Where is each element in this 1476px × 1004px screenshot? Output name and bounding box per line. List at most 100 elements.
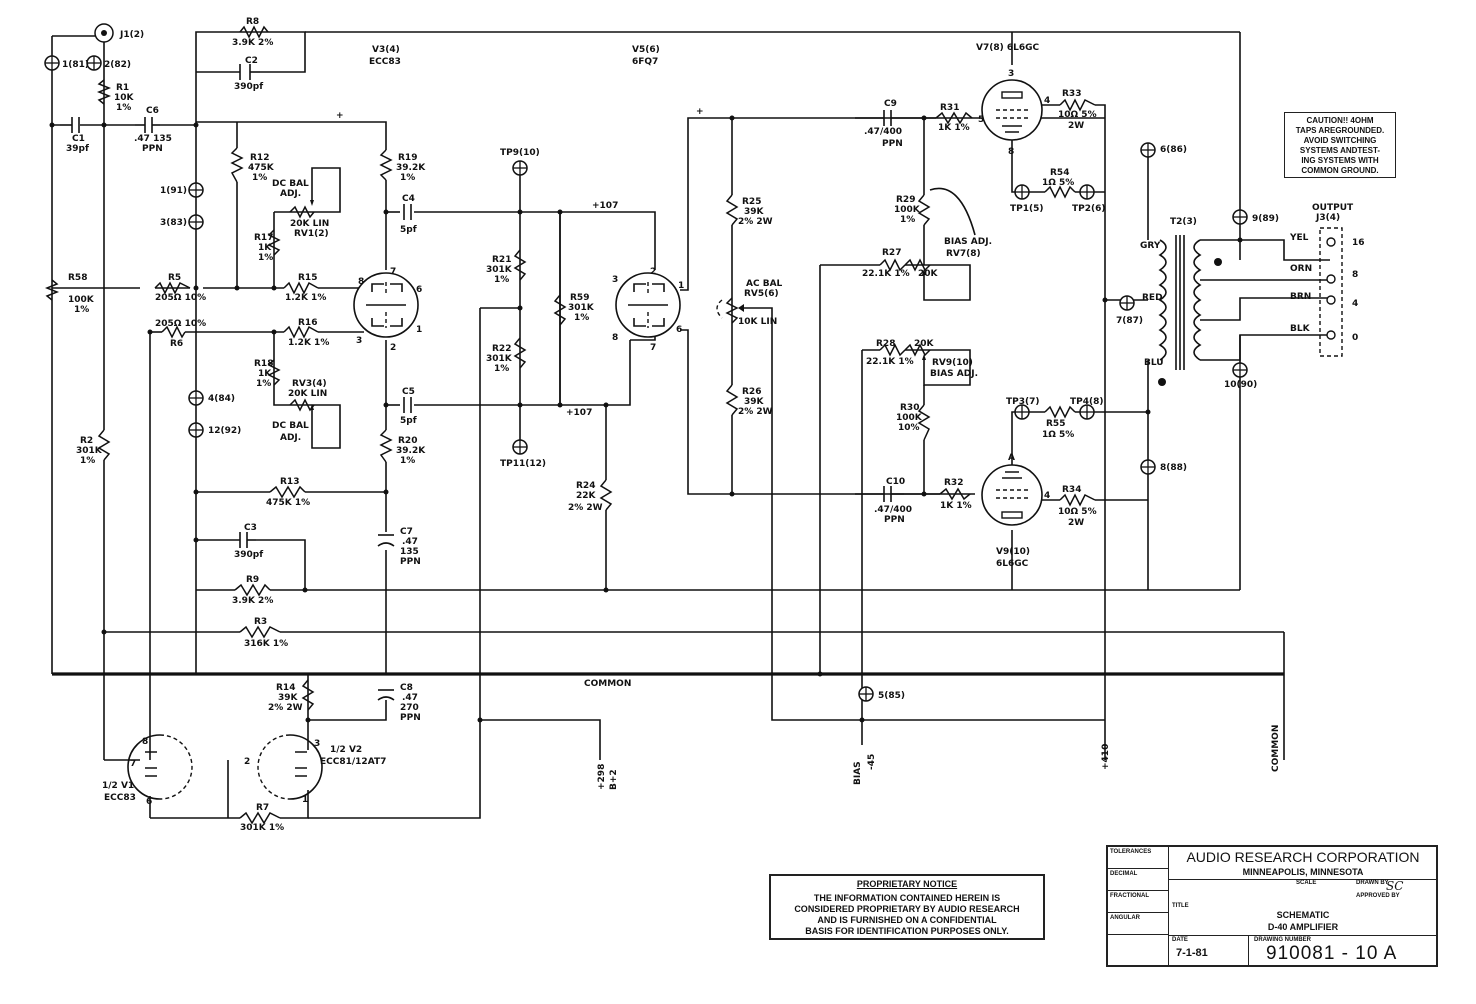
test-points — [44, 23, 1336, 723]
label-r58: R58 — [68, 273, 87, 283]
label-r16-val: 1.2K 1% — [288, 338, 329, 348]
label-r22-tol: 1% — [494, 364, 509, 374]
pin-label: 7 — [130, 759, 136, 769]
label-c9: C9 — [884, 99, 897, 109]
label-t2: T2(3) — [1170, 217, 1197, 227]
label-wire-gry: GRY — [1140, 241, 1161, 251]
pin-label: 6 — [416, 285, 422, 295]
label-c7: C7 — [400, 527, 413, 537]
label-r25-val: 39K — [744, 207, 765, 217]
pin-label: 2 — [390, 343, 396, 353]
label-r6: R6 — [170, 339, 183, 349]
pin-label: 6 — [676, 325, 682, 335]
label-bias-adj-2: BIAS ADJ. — [930, 369, 978, 379]
label-r33-val: 10Ω 5% — [1058, 110, 1097, 120]
label-rv7-val: 20K — [918, 269, 939, 279]
label-wire-brn: BRN — [1290, 292, 1311, 302]
caution-line: ING SYSTEMS WITH — [1301, 156, 1379, 165]
title-block-divider — [1168, 935, 1436, 936]
label-r12-val: 475K — [248, 163, 275, 173]
pin-label: 3 — [356, 336, 362, 346]
label-wire-orn: ORN — [1290, 264, 1312, 274]
label-r14: R14 — [276, 683, 295, 693]
label-r29-val: 100K — [894, 205, 921, 215]
tube-v7 — [981, 79, 1043, 141]
tube-v5 — [615, 272, 681, 338]
tube-v3 — [353, 272, 419, 338]
label-bplus-1: + — [336, 111, 344, 121]
label-r25-tol: 2% 2W — [738, 217, 773, 227]
pin-label: 7 — [390, 267, 396, 277]
label-r28-val: 22.1K 1% — [866, 357, 914, 367]
company-name: AUDIO RESEARCH CORPORATION — [1186, 849, 1420, 865]
label-rv1: 20K LIN — [290, 219, 329, 229]
label-c5-val: 5pf — [400, 416, 417, 426]
component-labels: J1(2) 1(81) 2(82) R8 3.9K 2% C2 390pf V3… — [62, 17, 1365, 833]
tolerance-cell: FRACTIONAL — [1108, 891, 1168, 913]
label-r17-val: 1K — [258, 243, 272, 253]
label-rv9-val: 20K — [914, 339, 935, 349]
label-tp1: TP1(5) — [1010, 204, 1044, 214]
label-r29-tol: 1% — [900, 215, 915, 225]
label-r31-val: 1K 1% — [938, 123, 970, 133]
label-c1: C1 — [72, 134, 85, 144]
label-r55: R55 — [1046, 419, 1065, 429]
label-c2: C2 — [245, 56, 258, 66]
pin-label: 3 — [1008, 69, 1014, 79]
tube-v9 — [981, 464, 1043, 526]
label-r20-val: 39.2K — [396, 446, 426, 456]
label-ac-bal: AC BAL — [746, 279, 783, 289]
label-r19-val: 39.2K — [396, 163, 426, 173]
notice-body: THE INFORMATION CONTAINED HEREIN IS CONS… — [771, 893, 1043, 937]
label-r12-tol: 1% — [252, 173, 267, 183]
pin-label: 6 — [146, 797, 152, 807]
label-r14-tol: 2% 2W — [268, 703, 303, 713]
resistors — [44, 25, 1096, 825]
output-transformer — [1158, 227, 1343, 386]
pin-label: 8 — [1008, 147, 1014, 157]
label-r54-val: 1Ω 5% — [1042, 178, 1074, 188]
label-dc-bal-1: DC BAL — [272, 179, 309, 189]
label-c10: C10 — [886, 477, 905, 487]
label-r22-val: 301K — [486, 354, 513, 364]
label-c8: C8 — [400, 683, 413, 693]
label-c4-val: 5pf — [400, 225, 417, 235]
pin-label: 4 — [1044, 96, 1050, 106]
label-c3: C3 — [244, 523, 257, 533]
label-c8-val: .47 — [402, 693, 418, 703]
label-tp3: TP3(7) — [1006, 397, 1040, 407]
label-r19: R19 — [398, 153, 417, 163]
label-r32: R32 — [944, 478, 963, 488]
label-r34: R34 — [1062, 485, 1081, 495]
label-bplus-2-line: B+2 — [609, 769, 619, 790]
label-c1-val: 39pf — [66, 144, 89, 154]
label-r20-tol: 1% — [400, 456, 415, 466]
drawing-number: 910081 - 10 A — [1266, 943, 1398, 964]
label-c10-val: .47/400 — [874, 505, 912, 515]
label-rv5-val: 10K LIN — [738, 317, 777, 327]
label-tp90: 10(90) — [1224, 380, 1257, 390]
label-r25: R25 — [742, 197, 761, 207]
label-r2-val: 301K — [76, 446, 103, 456]
label-minus-45: -45 — [867, 754, 877, 770]
label-r6-val: 205Ω 10% — [155, 319, 206, 329]
wiring — [51, 31, 1330, 819]
label-r28: R28 — [876, 339, 895, 349]
caution-box: CAUTION!! 4OHM TAPS AREGROUNDED. AVOID S… — [1284, 112, 1396, 178]
label-r17-tol: 1% — [258, 253, 273, 263]
label-rv9: RV9(10) — [932, 358, 973, 368]
label-c10-type: PPN — [884, 515, 905, 525]
label-r9-val: 3.9K 2% — [232, 596, 273, 606]
label-bplus-2: + — [696, 107, 704, 117]
label-tp9: TP9(10) — [500, 148, 540, 158]
label-tp82: 2(82) — [104, 60, 131, 70]
label-tp86: 6(86) — [1160, 145, 1187, 155]
label-r33-watt: 2W — [1068, 121, 1084, 131]
label-tp81: 1(81) — [62, 60, 89, 70]
label-r1-val: 10K — [114, 93, 135, 103]
caution-line: CAUTION!! 4OHM — [1306, 116, 1374, 125]
caution-line: AVOID SWITCHING — [1303, 136, 1377, 145]
label-c4: C4 — [402, 194, 415, 204]
label-r3: R3 — [254, 617, 267, 627]
label-r2: R2 — [80, 436, 93, 446]
